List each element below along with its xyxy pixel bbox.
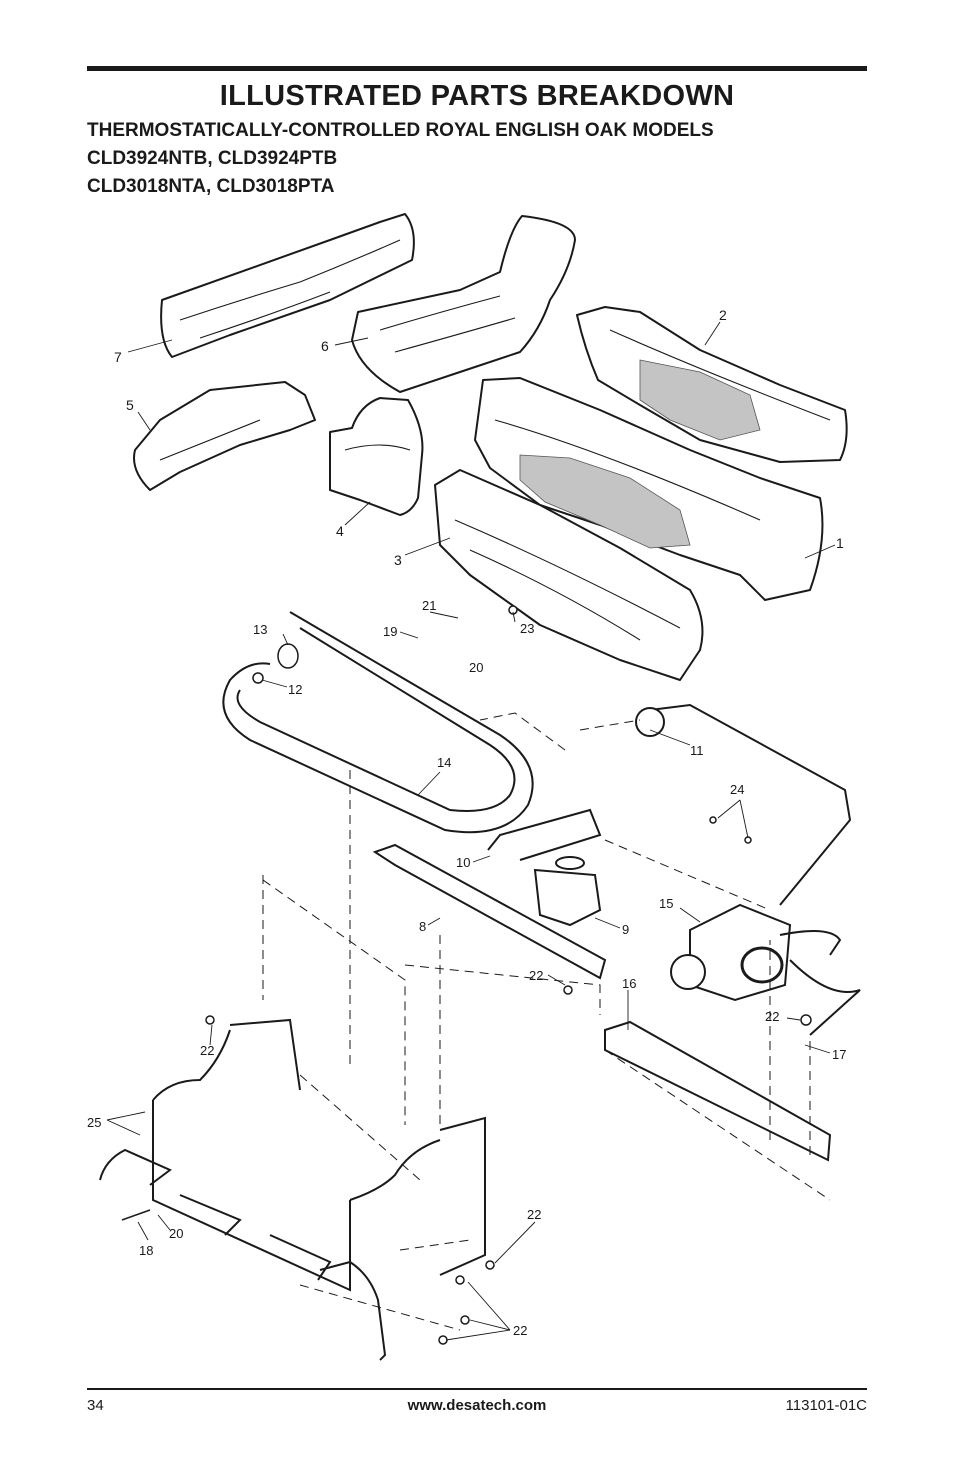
callout-11: 11 (690, 743, 704, 758)
callout-labels: 7 6 5 4 3 2 1 21 23 19 13 20 12 11 14 24… (87, 307, 846, 1338)
callout-2: 2 (719, 307, 727, 323)
callout-21: 21 (422, 598, 436, 613)
screw-22-low-d (438, 1335, 448, 1345)
callout-3: 3 (394, 552, 402, 568)
callout-8: 8 (419, 919, 426, 934)
footer-rule (87, 1388, 867, 1390)
burner-14-drawing (222, 611, 534, 834)
gas-line-11-drawing (649, 703, 852, 906)
callout-5: 5 (126, 397, 134, 413)
callout-19: 19 (383, 624, 397, 639)
callout-22-mid: 22 (529, 968, 543, 983)
callout-14: 14 (437, 755, 451, 770)
screw-22-low-a (485, 1260, 495, 1270)
log-3-drawing (434, 469, 704, 681)
callout-23: 23 (520, 621, 534, 636)
bracket-16-drawing (604, 1020, 832, 1162)
callout-25: 25 (87, 1115, 101, 1130)
callout-24: 24 (730, 782, 744, 797)
model-subtitle-line-2: CLD3924NTB, CLD3924PTB (87, 148, 338, 169)
callout-9: 9 (622, 922, 629, 937)
callout-1: 1 (836, 535, 844, 551)
website-link[interactable]: www.desatech.com (407, 1397, 547, 1414)
log-5-drawing (133, 381, 316, 491)
screw-22-mid (563, 985, 573, 995)
callout-22-lower: 22 (527, 1207, 541, 1222)
page-number: 34 (87, 1397, 104, 1414)
callout-4: 4 (336, 523, 344, 539)
log-4-drawing (329, 397, 424, 516)
screw-24-a (709, 816, 717, 824)
igniter-18-drawing (121, 1209, 151, 1221)
callout-10: 10 (456, 855, 470, 870)
callout-22-bottom: 22 (513, 1323, 527, 1338)
screw-22-low-c (460, 1315, 470, 1325)
callout-15: 15 (659, 896, 673, 911)
part-12 (252, 672, 264, 684)
callout-16: 16 (622, 976, 636, 991)
callout-13: 13 (253, 622, 267, 637)
callout-12: 12 (288, 682, 302, 697)
callout-17: 17 (832, 1047, 846, 1062)
model-subtitle-line-3: CLD3018NTA, CLD3018PTA (87, 176, 335, 197)
bracket-8-drawing (372, 843, 607, 980)
screw-22-right (800, 1014, 812, 1026)
model-subtitle-line-1: THERMOSTATICALLY-CONTROLLED ROYAL ENGLIS… (87, 120, 714, 141)
ember-texture-log-2 (639, 359, 761, 441)
callout-20-lower: 20 (169, 1226, 183, 1241)
callout-22-left: 22 (200, 1043, 214, 1058)
callout-20-upper: 20 (469, 660, 483, 675)
screw-22-upper (205, 1015, 215, 1025)
fitting-11 (635, 707, 665, 737)
document-number: 113101-01C (785, 1397, 867, 1414)
screw-22-low-b (455, 1275, 465, 1285)
ember-texture-log-1 (519, 454, 691, 549)
page-title: ILLUSTRATED PARTS BREAKDOWN (219, 80, 735, 112)
regulator-9-drawing (533, 868, 602, 927)
callout-22-right: 22 (765, 1009, 779, 1024)
grate-25-drawing (152, 1100, 351, 1292)
gas-line-10-drawing (487, 808, 602, 861)
callout-7: 7 (114, 349, 122, 365)
callout-18: 18 (139, 1243, 153, 1258)
callout-6: 6 (321, 338, 329, 354)
header-rule (87, 66, 867, 71)
part-13 (277, 643, 299, 669)
